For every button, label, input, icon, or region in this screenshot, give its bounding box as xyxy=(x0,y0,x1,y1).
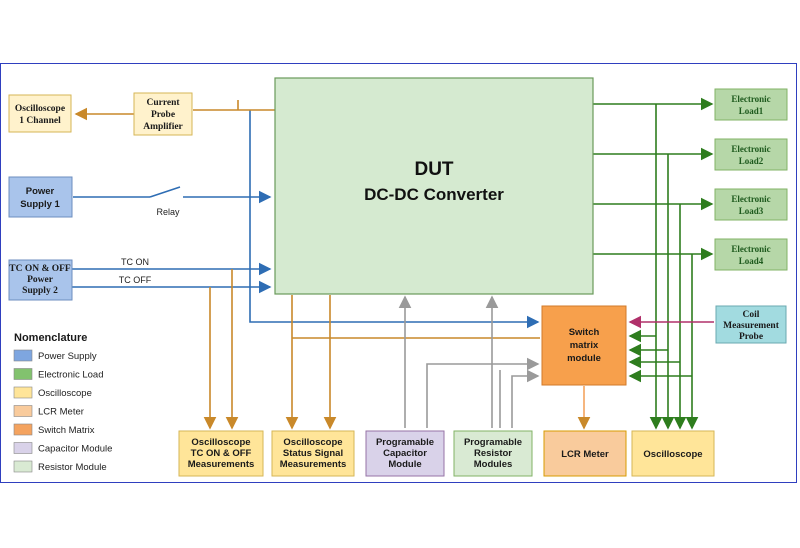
oscilloscope-block: Oscilloscope xyxy=(631,430,715,477)
diagram-frame xyxy=(0,63,797,483)
osc-status-label-1: Oscilloscope xyxy=(283,437,342,448)
legend-swatch xyxy=(13,405,33,417)
res-label-1: Programable xyxy=(464,437,522,448)
cap-label-3: Module xyxy=(388,459,421,470)
cap-label-2: Capacitor xyxy=(383,448,427,459)
res-to-switch-wire xyxy=(511,369,540,428)
legend-label: LCR Meter xyxy=(38,407,84,418)
legend-title: Nomenclature xyxy=(14,332,87,344)
osc-status-label-3: Measurements xyxy=(280,459,347,470)
ps1-block: Power Supply 1 xyxy=(8,176,73,218)
dut-block: DUT DC-DC Converter xyxy=(274,77,594,295)
legend-label: Capacitor Module xyxy=(38,444,112,455)
res-label-3: Modules xyxy=(474,459,513,470)
coil-label-3: Probe xyxy=(739,332,763,342)
load3-block: Electronic Load3 xyxy=(714,188,788,221)
load3-label-1: Electronic xyxy=(731,194,770,204)
cap-module-block: Programable Capacitor Module xyxy=(365,430,445,477)
legend-swatch xyxy=(13,349,33,362)
dut-title: DUT xyxy=(414,159,453,180)
tc-on-label: TC ON xyxy=(121,257,149,267)
load4-label-2: Load4 xyxy=(739,256,764,266)
load2-label-2: Load2 xyxy=(739,156,764,166)
legend-swatch xyxy=(13,442,33,454)
load4-label-1: Electronic xyxy=(731,244,770,254)
load1-label-2: Load1 xyxy=(739,106,764,116)
probe-amp-label-3: Amplifier xyxy=(143,122,183,132)
load1-label-1: Electronic xyxy=(731,94,770,104)
coil-label-1: Coil xyxy=(743,310,760,320)
dut-subtitle: DC-DC Converter xyxy=(364,185,504,204)
legend-label: Power Supply xyxy=(38,351,97,362)
osc-tc-label-1: Oscilloscope xyxy=(191,437,250,448)
res-label-2: Resistor xyxy=(474,448,512,459)
load3-label-2: Load3 xyxy=(739,206,764,216)
load2-label-1: Electronic xyxy=(731,144,770,154)
legend-label: Resistor Module xyxy=(38,462,107,473)
osc1-label-1: Oscilloscope xyxy=(15,104,65,114)
legend-swatch xyxy=(13,460,33,473)
lcr-block: LCR Meter xyxy=(543,430,627,477)
ps1-label-1: Power xyxy=(26,186,55,197)
osc-status-block: Oscilloscope Status Signal Measurements xyxy=(271,430,355,477)
switch-label-3: module xyxy=(567,353,601,364)
switch-label-1: Switch xyxy=(569,327,600,338)
legend-swatch xyxy=(13,386,33,399)
tc-off-label: TC OFF xyxy=(119,275,152,285)
probe-amp-label-1: Current xyxy=(146,98,180,108)
relay-label: Relay xyxy=(156,207,180,217)
osc1-label-2: 1 Channel xyxy=(19,116,61,126)
dut-to-switch-wire xyxy=(249,110,540,329)
coil-probe-block: Coil Measurement Probe xyxy=(715,305,787,344)
oscilloscope-label: Oscilloscope xyxy=(643,449,702,460)
coil-label-2: Measurement xyxy=(723,321,780,331)
lcr-label: LCR Meter xyxy=(561,449,609,460)
ps2-label-3: Supply 2 xyxy=(22,286,58,296)
legend-label: Oscilloscope xyxy=(38,388,92,399)
ps2-block: TC ON & OFF Power Supply 2 xyxy=(8,259,73,301)
legend-swatch xyxy=(13,368,33,380)
cap-label-1: Programable xyxy=(376,437,434,448)
ps1-label-2: Supply 1 xyxy=(20,199,60,210)
load4-block: Electronic Load4 xyxy=(714,238,788,271)
wires xyxy=(72,97,714,430)
osc1-block: Oscilloscope 1 Channel xyxy=(8,94,72,133)
osc-status-label-2: Status Signal xyxy=(283,448,343,459)
ps2-label-1: TC ON & OFF xyxy=(9,264,71,274)
cap-to-switch-wire xyxy=(426,357,540,428)
probe-amp-block: Current Probe Amplifier xyxy=(133,92,193,136)
legend-swatch xyxy=(13,423,33,436)
relay-switch xyxy=(149,186,181,198)
switch-matrix-block: Switch matrix module xyxy=(541,305,627,386)
load1-block: Electronic Load1 xyxy=(714,88,788,121)
legend-label: Switch Matrix xyxy=(38,425,95,436)
osc-tc-label-3: Measurements xyxy=(188,459,255,470)
load2-block: Electronic Load2 xyxy=(714,138,788,171)
osc-tc-label-2: TC ON & OFF xyxy=(191,448,252,459)
res-module-block: Programable Resistor Modules xyxy=(453,430,533,477)
switch-label-2: matrix xyxy=(570,340,599,351)
ps2-label-2: Power xyxy=(27,275,54,285)
legend-label: Electronic Load xyxy=(38,370,103,381)
osc-tc-block: Oscilloscope TC ON & OFF Measurements xyxy=(178,430,264,477)
probe-amp-label-2: Probe xyxy=(151,110,175,120)
